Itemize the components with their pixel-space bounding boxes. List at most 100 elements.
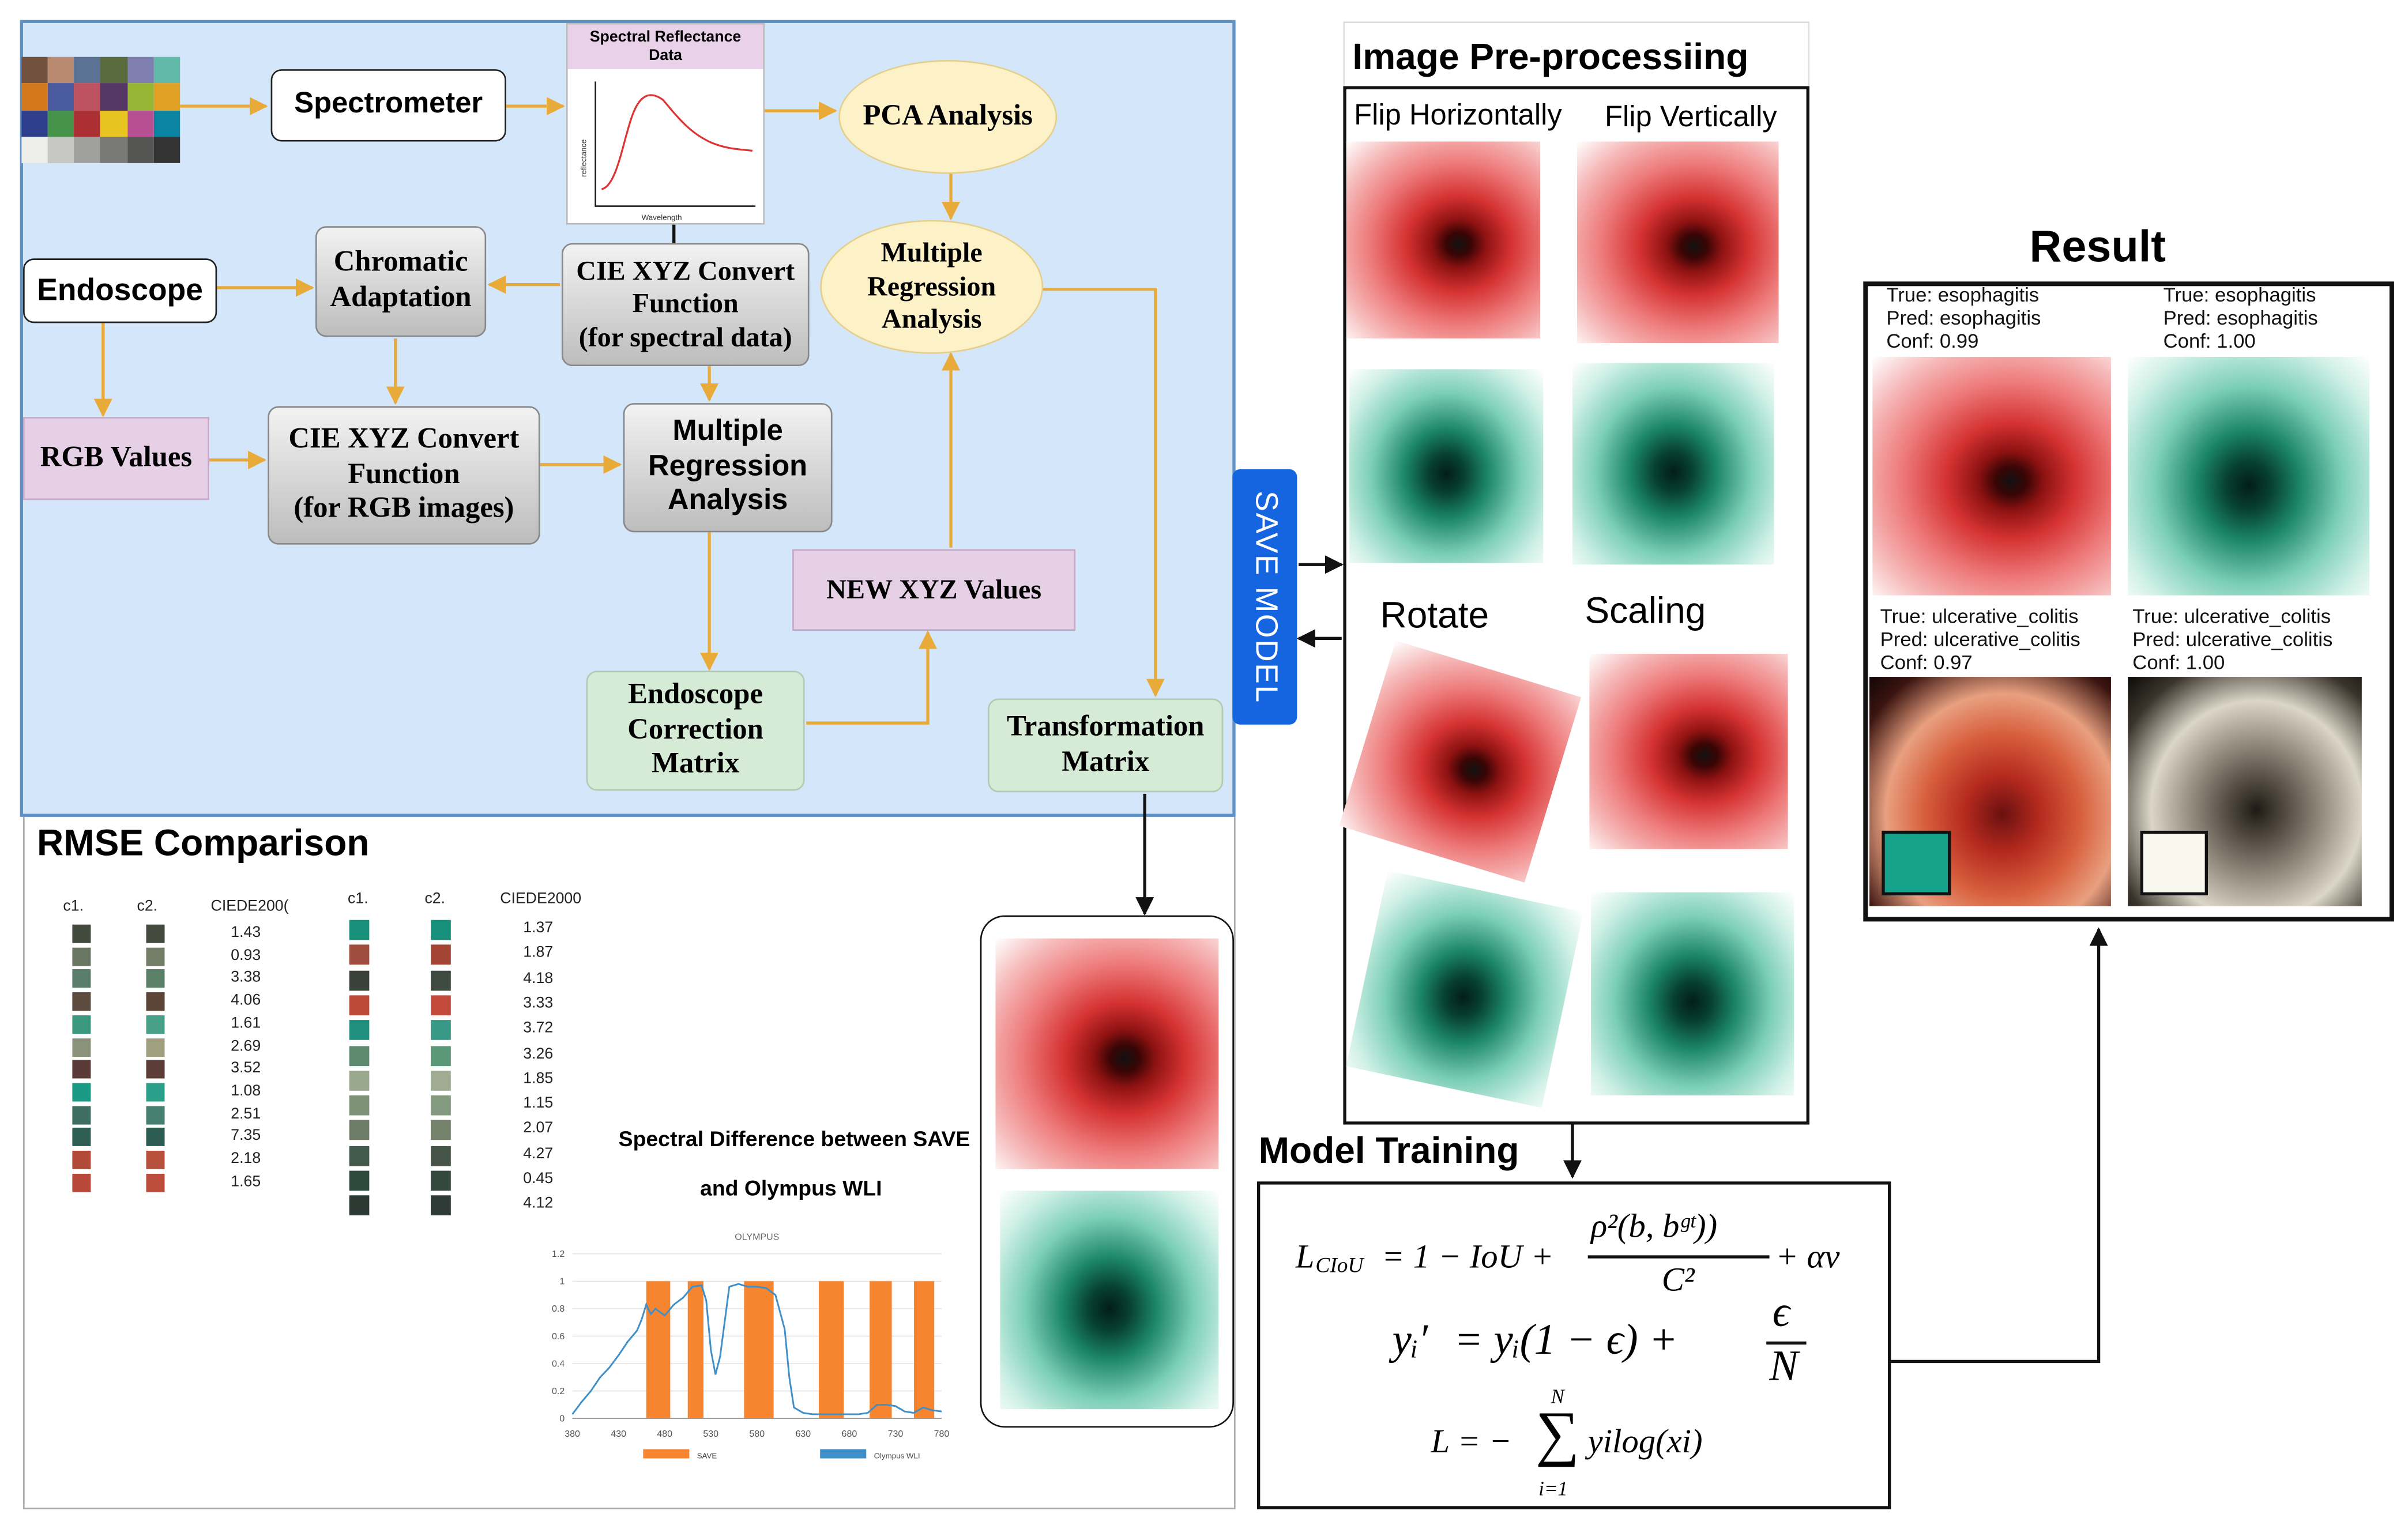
color-checker-patch: [48, 83, 74, 110]
rotate-teal-image: [1346, 871, 1583, 1108]
flip-v-red-image: [1577, 141, 1779, 344]
result-1-image: [1872, 357, 2111, 596]
rmse-left-value: 1.65: [231, 1173, 261, 1191]
rmse-left-c1-swatch: [72, 947, 91, 966]
result-4-conf: Conf: 1.00: [2132, 650, 2225, 674]
multireg-top-line1: Multiple: [881, 237, 983, 268]
transform-line2: Matrix: [1062, 745, 1150, 778]
color-checker-patch: [153, 83, 180, 110]
eq1-numerator: ρ²(b, bᵍᵗ)): [1591, 1206, 1718, 1245]
rmse-left-c1-swatch: [72, 1037, 91, 1056]
color-checker-patch: [74, 136, 101, 163]
multireg-top-line2: Regression: [867, 270, 996, 302]
result-2-pred: Pred: esophagitis: [2163, 306, 2318, 330]
eq1-lhs: L: [1295, 1237, 1315, 1276]
rmse-left-c1-swatch: [72, 1083, 91, 1102]
chart-save-band: [687, 1281, 703, 1419]
rmse-left-value: 3.52: [231, 1060, 261, 1078]
chart-olympus-line: [571, 1283, 942, 1415]
rmse-left-value: 7.35: [231, 1128, 261, 1146]
rmse-left-value: 2.51: [231, 1105, 261, 1123]
color-checker-patch: [48, 136, 74, 163]
color-checker-patch: [74, 57, 101, 84]
cie-spectral-line3: (for spectral data): [578, 321, 792, 352]
rmse-right-c1-swatch: [349, 1170, 370, 1191]
color-checker-patch: [153, 57, 180, 84]
eq2-denominator: N: [1769, 1343, 1799, 1391]
color-checker-patch: [100, 57, 127, 84]
result-2-true: True: esophagitis: [2163, 283, 2316, 306]
result-3-swatch: [1882, 830, 1951, 895]
chart-x-tick: 530: [703, 1429, 718, 1439]
rmse-right-value: 3.26: [523, 1045, 554, 1063]
preprocessing-title-box: [1343, 21, 1809, 86]
model-training-title: Model Training: [1258, 1131, 1519, 1173]
flip-h-teal-image: [1349, 369, 1544, 563]
rmse-right-c1-swatch: [349, 1070, 370, 1091]
chart-legend-save-swatch: [643, 1449, 690, 1459]
chart-x-tick: 680: [842, 1429, 857, 1439]
eq2-lhs: yᵢ′: [1392, 1317, 1428, 1365]
rgb-values-label: RGB Values: [40, 440, 193, 473]
spectral-reflectance-plot: reflectance Wavelength: [580, 81, 756, 222]
rmse-left-value: 0.93: [231, 947, 261, 965]
result-2-conf: Conf: 1.00: [2163, 329, 2256, 353]
equation-cross-entropy: L = − N ∑ i=1 yilog(xi): [1431, 1384, 1862, 1507]
rmse-right-value: 2.07: [523, 1120, 554, 1138]
chart-x-tick: 730: [888, 1429, 904, 1439]
result-3-true: True: ulcerative_colitis: [1880, 604, 2079, 628]
flip-v-teal-image: [1572, 363, 1774, 565]
rmse-right-c2-swatch: [431, 1196, 451, 1216]
result-3-image: [1869, 677, 2111, 906]
rmse-right-c1-swatch: [349, 920, 370, 940]
rmse-left-c2-swatch: [146, 970, 165, 989]
rmse-title: RMSE Comparison: [37, 823, 370, 865]
cie-spectral-line1: CIE XYZ Convert: [576, 254, 795, 286]
chart-x-tick: 480: [657, 1429, 672, 1439]
eq1-fraction-bar: [1587, 1255, 1770, 1258]
rmse-right-c1-swatch: [349, 995, 370, 1015]
rmse-left-c1-swatch: [72, 970, 91, 989]
new-xyz-values-box: NEW XYZ Values: [792, 549, 1076, 631]
rmse-left-c1-swatch: [72, 1150, 91, 1169]
eq3-sum-top: N: [1551, 1384, 1564, 1408]
color-checker-chart: [21, 57, 180, 163]
cie-rgb-line1: CIE XYZ Convert: [288, 423, 520, 455]
rmse-left-value: 1.61: [231, 1015, 261, 1032]
arrow-multireg-transform: [1041, 287, 1165, 698]
result-3-conf: Conf: 0.97: [1880, 650, 1973, 674]
preprocessing-panel: [1343, 86, 1809, 1125]
rmse-left-c1-swatch: [72, 1128, 91, 1147]
chromatic-line1: Chromatic: [333, 246, 468, 279]
chart-save-band: [744, 1281, 774, 1419]
result-1-pred: Pred: esophagitis: [1886, 306, 2041, 330]
rmse-left-c2-swatch: [146, 1083, 165, 1102]
rmse-right-value: 4.18: [523, 970, 554, 987]
rmse-left-value: 3.38: [231, 970, 261, 987]
result-title: Result: [2029, 223, 2166, 273]
color-checker-patch: [127, 136, 154, 163]
rmse-left-c2-swatch: [146, 1015, 165, 1034]
spectral-x-label: Wavelength: [642, 213, 682, 222]
eq2-mid: = yᵢ(1 − ϵ) +: [1454, 1317, 1678, 1365]
rmse-panel: [23, 816, 1236, 1509]
rmse-left-c2-swatch: [146, 992, 165, 1011]
chromatic-line2: Adaptation: [330, 281, 472, 314]
rmse-left-c1-swatch: [72, 1105, 91, 1124]
chart-save-band: [819, 1281, 844, 1419]
chromatic-adaptation-box: Chromatic Adaptation: [315, 226, 487, 337]
rmse-left-c1-swatch: [72, 924, 91, 943]
cie-rgb-line3: (for RGB images): [294, 492, 514, 525]
eq2-numerator: ϵ: [1772, 1289, 1790, 1337]
rmse-left-value: 1.43: [231, 924, 261, 941]
cie-xyz-spectral-box: CIE XYZ Convert Function (for spectral d…: [561, 243, 810, 367]
color-checker-patch: [127, 83, 154, 110]
rmse-right-c1-swatch: [349, 1120, 370, 1141]
rmse-left-value: 1.08: [231, 1083, 261, 1100]
cie-spectral-line2: Function: [632, 288, 739, 319]
multireg-mid-line1: Multiple: [672, 415, 783, 447]
rmse-left-c1-swatch: [72, 1173, 91, 1192]
corrected-red-image: [995, 938, 1219, 1169]
